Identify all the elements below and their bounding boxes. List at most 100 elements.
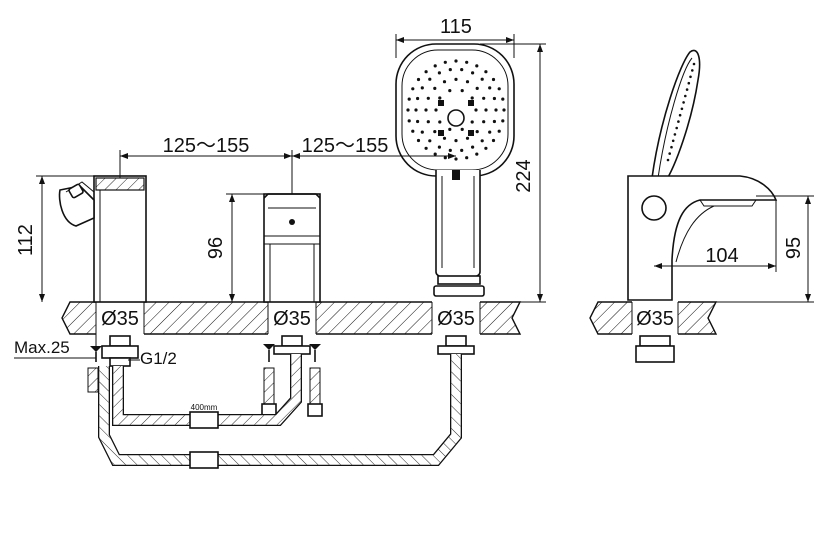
nozzle-dot (411, 87, 415, 91)
nozzle-dot (407, 119, 411, 123)
nozzle-dot (434, 108, 438, 112)
nozzle-dot (406, 108, 410, 112)
dimension-labels: 115 125～155 125～155 112 96 224 95 104 Ø3… (14, 16, 805, 412)
nozzle-dot (501, 119, 505, 123)
nozzle-dot (416, 119, 420, 124)
nozzle-dot (437, 145, 441, 149)
nozzle-dot (488, 86, 492, 90)
side-nozzle-dot (682, 101, 685, 104)
nozzle-dot (416, 138, 421, 143)
dim-spacing-left: 125～155 (163, 135, 250, 157)
nozzle-dot (465, 156, 469, 160)
dim-side-height: 95 (783, 237, 805, 259)
nozzle-dot (448, 68, 452, 72)
nozzle-dot (424, 108, 428, 112)
side-nozzle-dot (677, 120, 680, 123)
hole-diameter-1: Ø35 (101, 308, 139, 330)
nozzle-dot (471, 71, 475, 75)
nozzle-dot (475, 86, 479, 90)
dim-side-projection: 104 (705, 245, 738, 267)
nozzle-dot (433, 64, 437, 68)
dim-spout-height: 112 (15, 224, 37, 256)
nozzle-dot (437, 71, 441, 75)
dim-handshower-width: 115 (440, 16, 472, 38)
hole-diameter-3: Ø35 (437, 308, 475, 330)
deck-section-front (61, 300, 522, 336)
side-nozzle-dot (673, 133, 677, 136)
nozzle-dot (448, 89, 452, 93)
nozzle-dot (484, 146, 488, 150)
dim-handshower-length: 224 (513, 159, 535, 192)
nozzle-dot (424, 146, 428, 150)
nozzle-dot (492, 96, 496, 101)
nozzle-dot (480, 77, 484, 81)
nozzle-dot (424, 70, 428, 74)
inlet-hose-left (261, 367, 277, 417)
hole-diameter-2: Ø35 (273, 308, 311, 330)
nozzle-dot (442, 136, 447, 140)
nozzle-dot (465, 80, 470, 84)
nozzle-dot (438, 120, 442, 124)
dim-valve-height: 96 (205, 237, 227, 259)
nozzle-dot (426, 120, 430, 124)
nozzle-dot (492, 119, 496, 124)
nozzle-dot (420, 130, 424, 134)
dimension-lines (14, 34, 814, 361)
nozzle-dot (454, 139, 458, 143)
side-nozzle-dot (691, 69, 694, 72)
nozzle-dot (471, 145, 475, 149)
nozzle-dot (470, 96, 474, 100)
side-nozzle-dot (675, 126, 678, 130)
side-spray-nozzles (666, 62, 696, 162)
nozzle-dot (460, 148, 464, 152)
spout-body (58, 175, 147, 303)
nozzle-dot (482, 120, 486, 124)
nozzle-dot (416, 77, 421, 82)
nozzle-dot (460, 127, 464, 131)
nozzle-dot (407, 97, 411, 101)
side-view-faucet (627, 49, 778, 363)
inlet-hose-hot (87, 367, 99, 393)
nozzle-dot (420, 86, 424, 90)
nozzle-dot (433, 130, 437, 134)
side-nozzle-dot (666, 158, 670, 162)
hole-diameter-4: Ø35 (636, 308, 674, 330)
nozzle-dot (491, 77, 496, 82)
side-nozzle-dot (684, 94, 687, 98)
side-nozzle-dot (680, 107, 684, 111)
nozzle-dot (465, 136, 470, 140)
side-nozzle-dot (671, 139, 675, 143)
nozzle-dot (482, 96, 486, 100)
side-nozzle-dot (670, 145, 673, 149)
nozzle-dot (475, 152, 479, 156)
nozzle-dot (411, 129, 415, 133)
nozzle-dot (460, 68, 464, 72)
nozzle-dot (502, 108, 506, 112)
nozzle-dot (454, 157, 458, 161)
nozzle-dot (497, 87, 501, 91)
nozzle-dot (443, 156, 447, 160)
nozzle-dot (475, 130, 479, 134)
nozzle-dot (465, 60, 469, 64)
note-max-thickness: Max.25 (14, 338, 70, 357)
nozzle-dot (448, 148, 452, 152)
nozzle-dot (491, 138, 496, 143)
mixer-valve-body (263, 193, 321, 303)
deck-section-side (589, 300, 718, 336)
dim-spacing-right: 125～155 (302, 135, 389, 157)
nozzle-dot (460, 89, 464, 93)
inlet-hose-right (307, 367, 323, 417)
side-nozzle-dot (668, 152, 671, 155)
nozzle-dot (426, 96, 430, 100)
nozzle-dot (475, 64, 479, 68)
nozzle-dot (438, 96, 442, 100)
nozzle-dot (484, 70, 488, 74)
nozzle-dot (497, 129, 501, 133)
nozzle-dot (474, 108, 478, 112)
side-nozzle-dot (692, 62, 696, 66)
side-nozzle-dot (687, 81, 691, 85)
nozzle-dot (494, 108, 498, 112)
nozzle-dot (454, 77, 458, 81)
side-nozzle-dot (689, 75, 692, 79)
